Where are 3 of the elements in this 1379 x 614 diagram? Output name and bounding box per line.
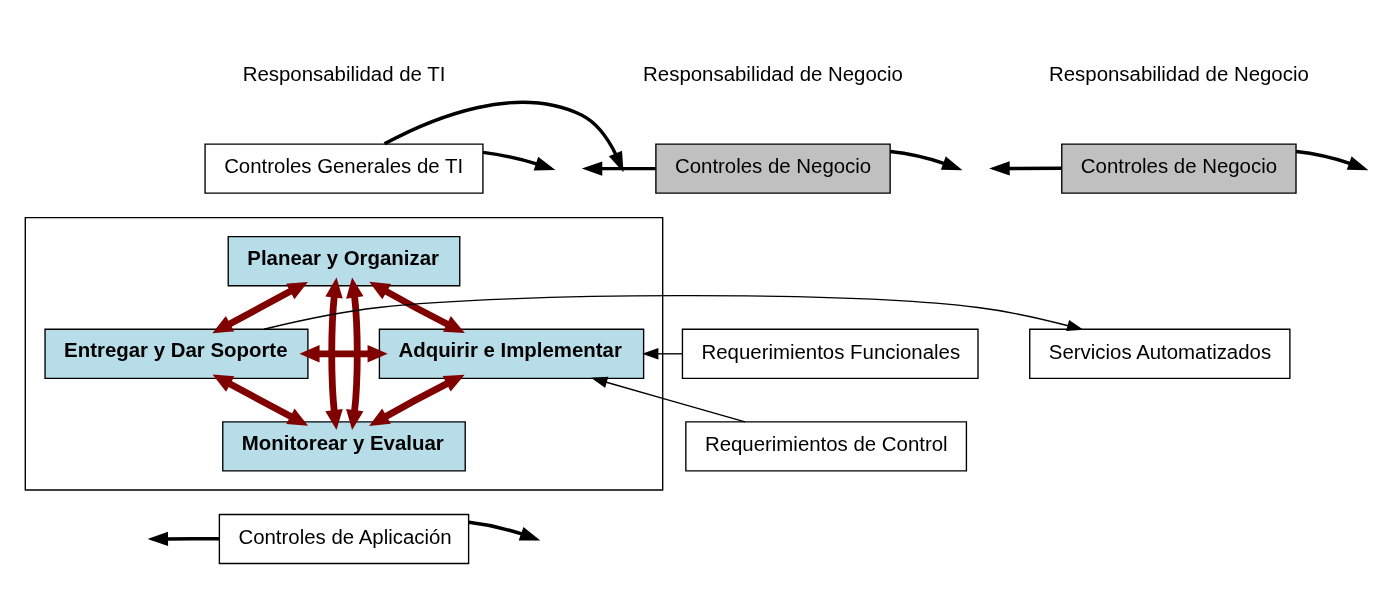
label: Responsabilidad de Negocio: [643, 62, 903, 85]
label: Responsabilidad de TI: [242, 62, 446, 85]
label: Responsabilidad de Negocio: [1048, 62, 1309, 85]
